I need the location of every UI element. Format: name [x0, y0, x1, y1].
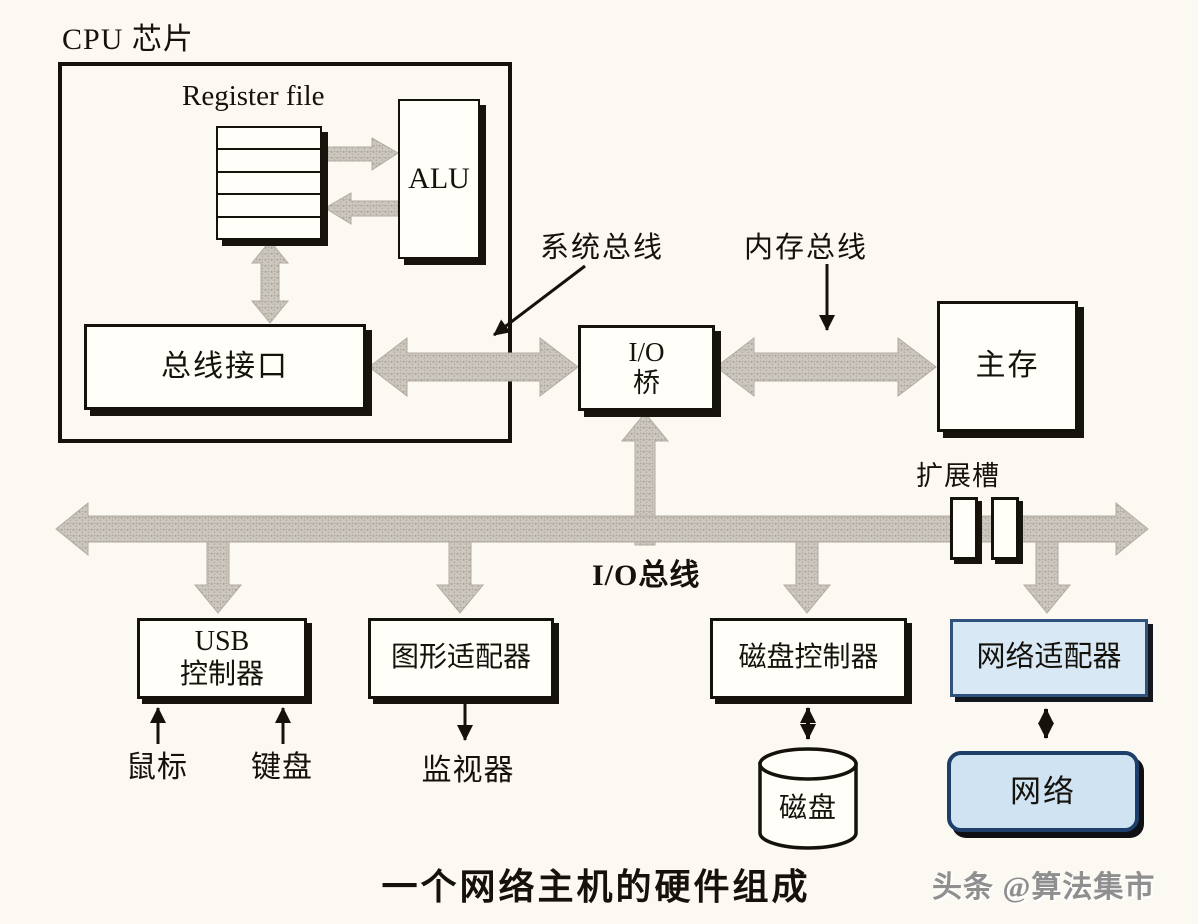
mouse-label: 鼠标 [126, 751, 188, 784]
network-adapter-box: 网络适配器 [950, 619, 1148, 697]
graphics-adapter-label: 图形适配器 [390, 642, 531, 674]
bus-interface-box: 总线接口 [84, 324, 366, 410]
regfile-to-alu-arrow [324, 137, 399, 171]
main-memory-box: 主存 [937, 301, 1078, 432]
regfile-businterface-arrow [250, 240, 290, 324]
register-file-box [216, 126, 322, 240]
io-bus-arrow [55, 501, 1149, 557]
graphics-adapter-box: 图形适配器 [368, 618, 554, 699]
register-row [218, 173, 320, 196]
bus-interface-label: 总线接口 [161, 349, 289, 383]
main-memory-label: 主存 [975, 349, 1040, 383]
iobus-graphics-arrow [435, 541, 485, 614]
io-bus-label: I/O总线 [592, 559, 701, 592]
iobus-usb-arrow [193, 541, 243, 614]
expansion-slot [991, 497, 1019, 560]
io-bridge-label-line1: I/O [628, 336, 665, 367]
alu-to-regfile-arrow [324, 192, 399, 225]
register-file-label: Register file [182, 80, 325, 112]
disk-controller-label: 磁盘控制器 [738, 642, 879, 674]
expansion-slots-label: 扩展槽 [916, 461, 1000, 491]
cpu-chip-label: CPU 芯片 [62, 23, 194, 56]
watermark: 头条 @算法集市 [932, 871, 1156, 904]
iobus-network-arrow [1022, 541, 1072, 614]
alu-box: ALU [398, 99, 480, 259]
network-label: 网络 [1010, 773, 1076, 809]
usb-controller-label-line1: USB [194, 626, 250, 658]
io-bridge-box: I/O 桥 [578, 325, 715, 411]
register-row [218, 218, 320, 238]
memory-bus-label: 内存总线 [744, 232, 869, 264]
system-bus-arrow [368, 336, 579, 398]
cpu-chip-box [58, 62, 512, 443]
network-box: 网络 [947, 751, 1139, 832]
system-bus-pointer-arrow [493, 264, 586, 337]
memory-bus-arrow [715, 336, 937, 398]
disk-controller-box: 磁盘控制器 [710, 618, 907, 699]
system-bus-label: 系统总线 [540, 232, 665, 264]
expansion-slot [950, 497, 978, 560]
network-adapter-label: 网络适配器 [976, 641, 1122, 674]
register-row [218, 128, 320, 151]
disk-cylinder [758, 747, 858, 850]
keyboard-label: 键盘 [251, 751, 313, 784]
iobus-disk-arrow [782, 541, 832, 614]
bridge-iobus-arrow [620, 412, 670, 546]
figure-caption: 一个网络主机的硬件组成 [381, 867, 811, 907]
usb-controller-box: USB 控制器 [137, 618, 307, 699]
register-row [218, 195, 320, 218]
disk-label: 磁盘 [778, 793, 837, 824]
io-bridge-label-line2: 桥 [633, 368, 660, 398]
alu-label: ALU [408, 161, 470, 195]
register-row [218, 150, 320, 173]
monitor-label: 监视器 [421, 754, 515, 787]
usb-controller-label-line2: 控制器 [179, 658, 264, 690]
